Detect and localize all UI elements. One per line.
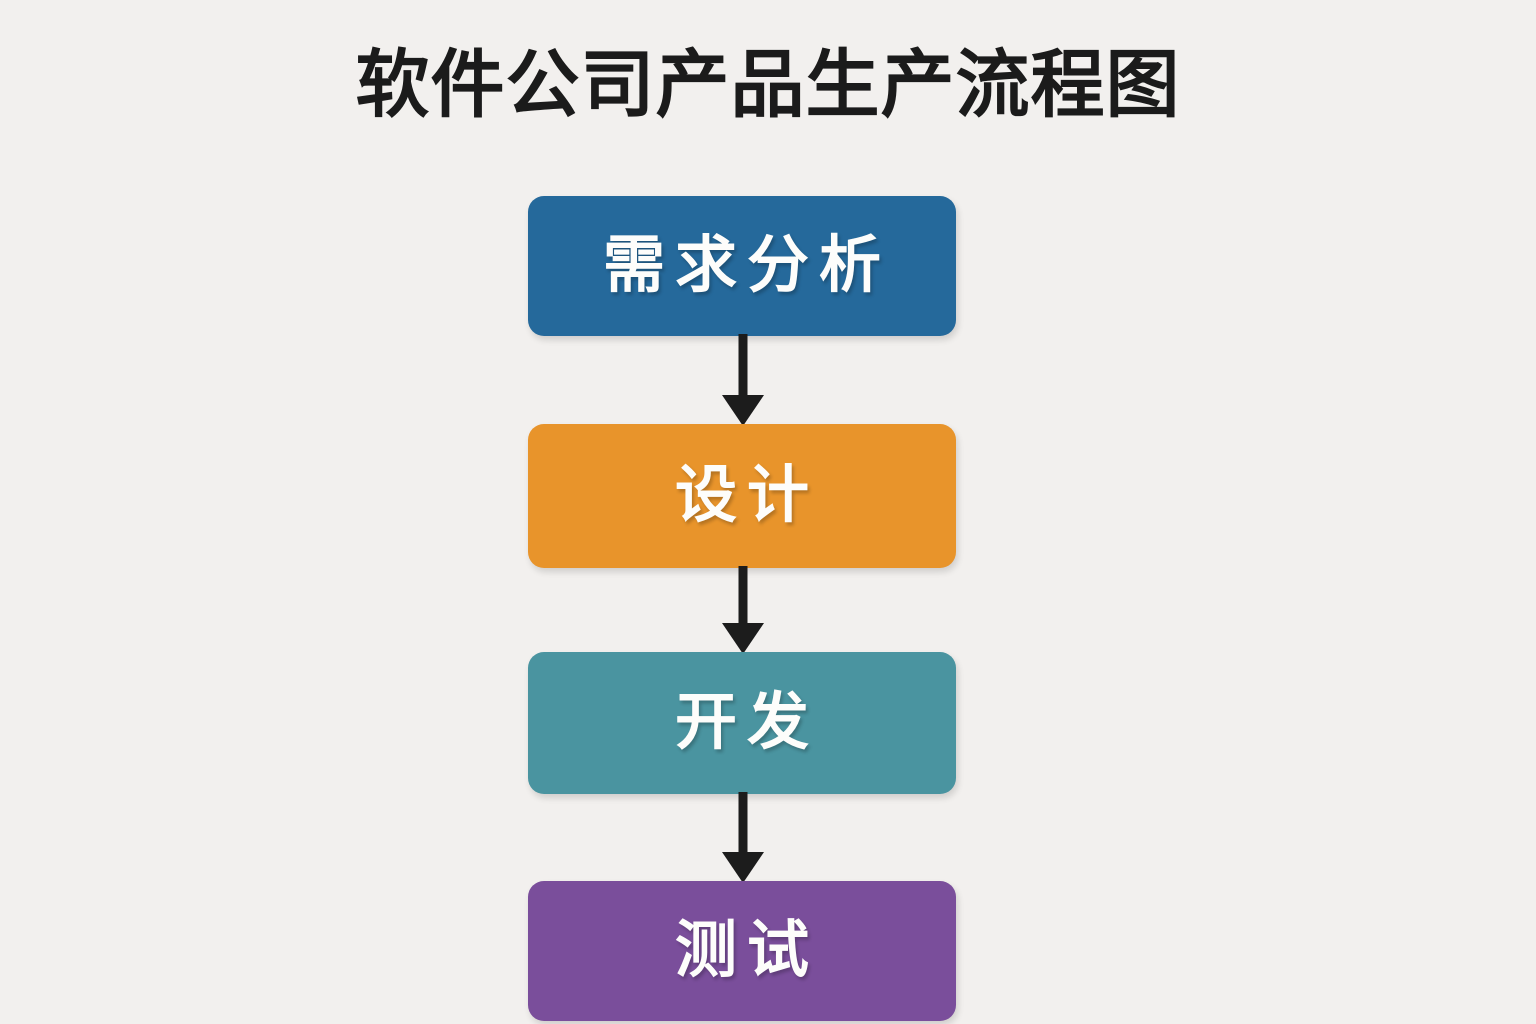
flow-arrow-development-to-testing — [718, 792, 768, 883]
flow-node-label: 测试 — [674, 916, 819, 985]
flow-arrow-design-to-development — [718, 566, 768, 654]
flow-node-design[interactable]: 设计 — [528, 424, 956, 568]
arrow-down-icon — [722, 566, 764, 654]
flow-arrow-requirements-to-design — [718, 334, 768, 426]
flow-node-testing[interactable]: 测试 — [528, 881, 956, 1021]
page-title: 软件公司产品生产流程图 — [355, 43, 1181, 126]
arrow-down-icon — [722, 334, 764, 426]
flow-node-development[interactable]: 开发 — [528, 652, 956, 794]
flow-node-requirements-analysis[interactable]: 需求分析 — [528, 196, 956, 336]
flow-node-label: 开发 — [674, 688, 819, 757]
flow-node-label: 需求分析 — [602, 231, 891, 300]
flow-node-label: 设计 — [674, 461, 819, 530]
arrow-down-icon — [722, 792, 764, 883]
